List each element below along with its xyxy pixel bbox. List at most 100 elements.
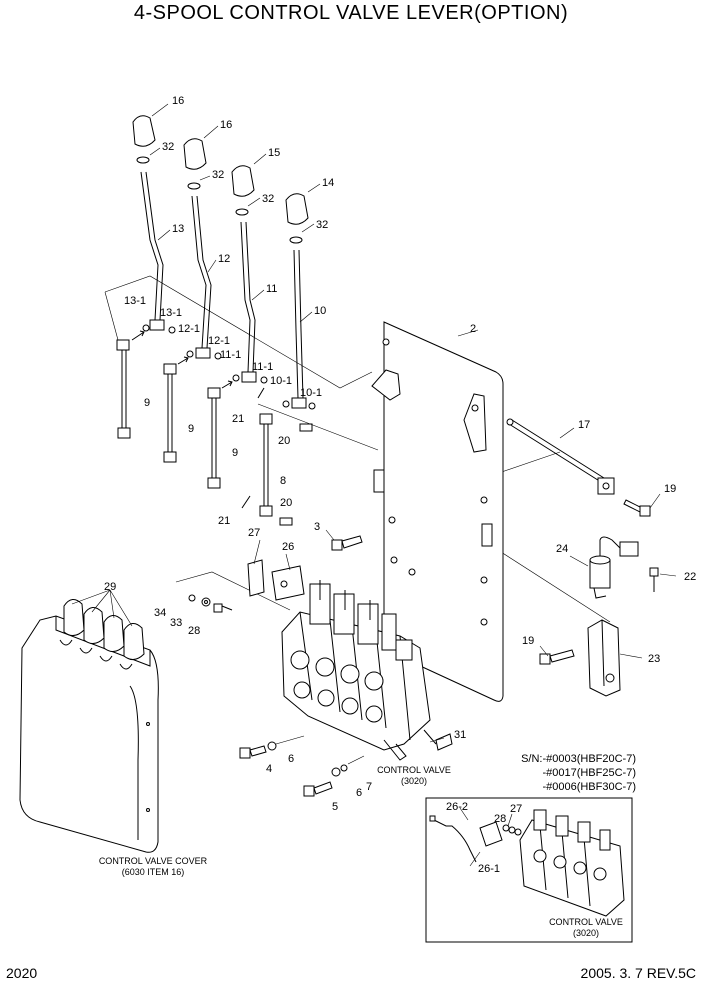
callout-21b: 21: [218, 515, 230, 527]
bracket-23: [587, 619, 621, 697]
callout-4: 4: [266, 763, 272, 775]
serial-number-note: S/N:-#0003(HBF20C-7) -#0017(HBF25C-7) -#…: [521, 753, 636, 793]
callout-12-1a: 12-1: [178, 323, 200, 335]
serial-note-line1: S/N:-#0003(HBF20C-7): [521, 753, 636, 765]
switch-26: [271, 565, 305, 601]
callout-13-1b: 13-1: [160, 307, 182, 319]
lever-knob-16a: [132, 115, 156, 164]
callout-9c: 9: [232, 447, 238, 459]
lever-knob-15: [231, 165, 255, 216]
callout-27-inset: 27: [510, 803, 522, 815]
caption-inset-valve-line1: CONTROL VALVE: [549, 917, 623, 927]
callout-16b: 16: [220, 119, 232, 131]
callout-6a: 6: [288, 753, 294, 765]
callout-32b: 32: [212, 169, 224, 181]
link-rod-9a: [116, 339, 131, 439]
serial-note-line3: -#0006(HBF30C-7): [542, 781, 636, 793]
inset-detail: [425, 797, 633, 943]
callout-32a: 32: [162, 141, 174, 153]
callout-13-1a: 13-1: [124, 295, 146, 307]
callout-31: 31: [454, 729, 466, 741]
micro-switch-24: [589, 536, 639, 599]
link-rod-9b: [163, 363, 177, 463]
revision-date: 2005. 3. 7 REV.5C: [580, 965, 696, 981]
page-title: 4-SPOOL CONTROL VALVE LEVER(OPTION): [133, 2, 569, 24]
callout-29: 29: [104, 581, 116, 593]
page-number: 2020: [6, 965, 38, 981]
callout-22: 22: [684, 571, 696, 583]
callout-5: 5: [332, 801, 338, 813]
callout-28-inset: 28: [494, 813, 506, 825]
serial-note-line2: -#0017(HBF25C-7): [542, 767, 636, 779]
fitting-31: [423, 729, 453, 751]
washers-34-33-bolt-28: [188, 594, 233, 613]
callout-12: 12: [218, 253, 230, 265]
callout-26: 26: [282, 541, 294, 553]
callout-21a: 21: [232, 413, 244, 425]
caption-cover-line1: CONTROL VALVE COVER: [99, 856, 208, 866]
captions: CONTROL VALVE (3020) CONTROL VALVE COVER…: [99, 765, 623, 938]
lever-rod-11: [240, 221, 256, 373]
bolt-5-washers-6-7: [303, 755, 365, 797]
callout-20b: 20: [280, 497, 292, 509]
lever-knob-16b: [183, 138, 207, 190]
cotter-pin-21: [241, 387, 265, 509]
lever-rod-10: [293, 249, 304, 399]
callout-10-1a: 10-1: [270, 375, 292, 387]
callout-numbers: 16 32 16 32 15 32 14 32 13 12 11 10 13-1…: [104, 95, 696, 875]
control-valve-body: [281, 580, 431, 761]
lever-pivots: [142, 319, 316, 410]
callout-32c: 32: [262, 193, 274, 205]
callout-13: 13: [172, 223, 184, 235]
callout-19a: 19: [664, 483, 676, 495]
lever-rod-12: [191, 195, 212, 349]
link-rod-8: [259, 413, 273, 517]
callout-20a: 20: [278, 435, 290, 447]
caption-cover-line2: (6030 ITEM 16): [122, 867, 185, 877]
control-valve-cover: [19, 615, 159, 853]
callout-9b: 9: [188, 423, 194, 435]
callout-12-1b: 12-1: [208, 335, 230, 347]
callout-24: 24: [556, 543, 568, 555]
callout-16a: 16: [172, 95, 184, 107]
boots-29: [63, 589, 145, 660]
callout-11-1a: 11-1: [220, 349, 241, 361]
shaft-17: [506, 418, 615, 495]
callout-2: 2: [470, 323, 476, 335]
bolt-22: [649, 567, 659, 592]
callout-32d: 32: [316, 219, 328, 231]
callout-8: 8: [280, 475, 286, 487]
bolt-20: [279, 423, 313, 526]
callout-26-1: 26-1: [478, 863, 500, 875]
caption-control-valve-line2: (3020): [401, 776, 427, 786]
bracket-27: [247, 559, 265, 597]
callout-10-1b: 10-1: [300, 387, 322, 399]
callout-9a: 9: [144, 397, 150, 409]
callout-19b: 19: [522, 635, 534, 647]
mounting-plate-2: [371, 321, 504, 702]
bolt-3: [331, 535, 363, 551]
callout-11: 11: [266, 283, 277, 295]
callout-14: 14: [322, 177, 334, 189]
callout-3: 3: [314, 521, 320, 533]
link-rod-9c: [207, 387, 221, 489]
callout-33: 33: [170, 617, 182, 629]
callout-10: 10: [314, 305, 326, 317]
lever-knob-14: [285, 193, 309, 244]
bolt-19b: [539, 649, 575, 665]
callout-34: 34: [154, 607, 166, 619]
callout-11-1b: 11-1: [252, 361, 273, 373]
callout-7: 7: [366, 781, 372, 793]
leader-lines: [149, 103, 677, 867]
caption-inset-valve-line2: (3020): [573, 928, 599, 938]
assembly-arrows: [131, 330, 233, 389]
callout-6b: 6: [356, 787, 362, 799]
callout-15: 15: [268, 147, 280, 159]
lever-rod-13: [140, 171, 164, 321]
callout-26-2: 26-2: [446, 801, 468, 813]
callout-28: 28: [188, 625, 200, 637]
caption-control-valve-line1: CONTROL VALVE: [377, 765, 451, 775]
bolt-19a: [623, 499, 651, 517]
callout-23: 23: [648, 653, 660, 665]
